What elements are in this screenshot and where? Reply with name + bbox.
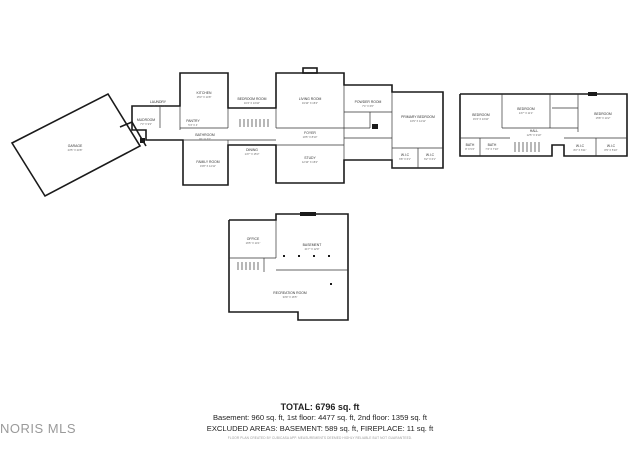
room-dim-bedroom-4: 15'8" X 14'2" <box>596 116 611 120</box>
room-dim-living-room: 19'10" X 15'4" <box>302 101 318 105</box>
room-dim-bedroom-3: 14'7" X 11'1" <box>519 111 534 115</box>
room-dim-garage: 23'5" X 24'8" <box>68 148 83 152</box>
area-breakdown: Basement: 960 sq. ft, 1st floor: 4477 sq… <box>212 413 427 422</box>
second-floor-plan: BEDROOM 15'4" X 13'10" BEDROOM 14'7" X 1… <box>459 92 628 157</box>
main-stairs <box>239 119 269 127</box>
total-area: TOTAL: 6796 sq. ft <box>280 402 360 412</box>
room-dim-study: 12'10" X 15'2" <box>302 160 318 164</box>
room-dim-basement: 21'7" X 12'9" <box>305 247 320 251</box>
room-dim-recreation-room: 33'9" X 16'5" <box>283 295 298 299</box>
room-label-bedroom-4: BEDROOM <box>594 112 612 116</box>
room-label-pantry: PANTRY <box>186 119 200 123</box>
room-label-bedroom-2: BEDROOM <box>472 113 490 117</box>
room-label-laundry: LAUNDRY <box>150 100 167 104</box>
room-label-wic-1: W.I.C <box>401 153 410 157</box>
room-label-bedroom-room: BEDROOM ROOM <box>237 97 266 101</box>
room-dim-family-room: 15'8" X 14'11" <box>200 164 216 168</box>
room-label-mudroom: MUDROOM <box>137 118 155 122</box>
room-label-powder-room: POWDER ROOM <box>355 100 382 104</box>
room-dim-wic-3: 8'2" X 6'11" <box>573 148 586 152</box>
room-dim-mudroom: 7'3" X 9'3" <box>140 122 152 126</box>
basement-plan: OFFICE 16'5" X 14'1" BASEMENT 21'7" X 12… <box>228 212 349 321</box>
room-dim-bedroom-room: 16'4" X 13'10" <box>244 101 260 105</box>
garage-outline <box>10 92 142 198</box>
fixture <box>588 92 597 96</box>
room-label-hall: HALL <box>530 129 539 133</box>
room-dim-wic-1: 6'8" X 6'1" <box>399 157 411 161</box>
room-label-living-room: LIVING ROOM <box>299 97 322 101</box>
disclaimer-text: FLOOR PLAN CREATED BY CUBICASA APP. MEAS… <box>227 436 413 440</box>
room-dim-bedroom-2: 15'4" X 13'10" <box>473 117 489 121</box>
room-label-wic-2: W.I.C <box>426 153 435 157</box>
room-label-family-room: FAMILY ROOM <box>196 160 219 164</box>
room-dim-bathroom: 9'1" X 7'2" <box>199 137 211 141</box>
basement-fireplace <box>300 212 316 216</box>
basement-stairs <box>237 262 259 270</box>
first-floor-plan: GARAGE 23'5" X 24'8" LAUNDRY 10'6" X 7'1… <box>10 67 444 198</box>
room-label-dining: DINING <box>246 148 258 152</box>
fireplace <box>302 67 318 74</box>
room-label-wic-4: W.I.C <box>607 144 616 148</box>
room-dim-powder-room: 7'4" X 6'6" <box>362 104 374 108</box>
second-floor-outline <box>459 93 628 157</box>
room-label-foyer: FOYER <box>304 131 316 135</box>
mls-watermark: NORIS MLS <box>0 421 77 436</box>
room-dim-kitchen: 15'3" X 14'8" <box>197 95 212 99</box>
room-label-bath-a: BATH <box>466 143 475 147</box>
fixture <box>140 138 145 143</box>
room-label-recreation-room: RECREATION ROOM <box>273 291 307 295</box>
room-label-garage: GARAGE <box>68 144 83 148</box>
room-dim-hall: 12'5" X 3'10" <box>527 133 542 137</box>
room-dim-primary-bedroom: 16'9" X 14'11" <box>410 119 426 123</box>
room-label-kitchen: KITCHEN <box>197 91 212 95</box>
room-dim-wic-4: 8'9" X 5'10" <box>604 148 617 152</box>
room-label-bath-b: BATH <box>488 143 497 147</box>
room-dim-office: 16'5" X 14'1" <box>246 241 261 245</box>
room-label-bedroom-3: BEDROOM <box>517 107 535 111</box>
room-label-bathroom: BATHROOM <box>195 133 215 137</box>
room-label-wic-3: W.I.C <box>576 144 585 148</box>
room-dim-dining: 14'7" X 15'3" <box>245 152 260 156</box>
excluded-areas: EXCLUDED AREAS: BASEMENT: 589 sq. ft, FI… <box>206 424 434 433</box>
basement-outline <box>228 213 349 321</box>
room-label-office: OFFICE <box>247 237 260 241</box>
basement-columns <box>283 255 332 285</box>
room-dim-wic-2: 6'2" X 6'1" <box>424 157 436 161</box>
room-label-study: STUDY <box>304 156 316 160</box>
room-dim-laundry: 10'6" X 7'10" <box>151 104 166 108</box>
fixture <box>372 124 378 129</box>
room-dim-pantry: 5'4" X 4' <box>188 123 198 127</box>
room-label-primary-bedroom: PRIMARY BEDROOM <box>401 115 435 119</box>
room-dim-foyer: 19'5" X 8'10" <box>303 135 318 139</box>
room-label-basement: BASEMENT <box>303 243 322 247</box>
room-dim-bath-b: 7'4" X 7'10" <box>485 147 498 151</box>
room-dim-bath-a: 8' X 5'4" <box>465 147 474 151</box>
second-floor-stairs <box>514 142 540 152</box>
main-house-outline <box>131 72 444 186</box>
